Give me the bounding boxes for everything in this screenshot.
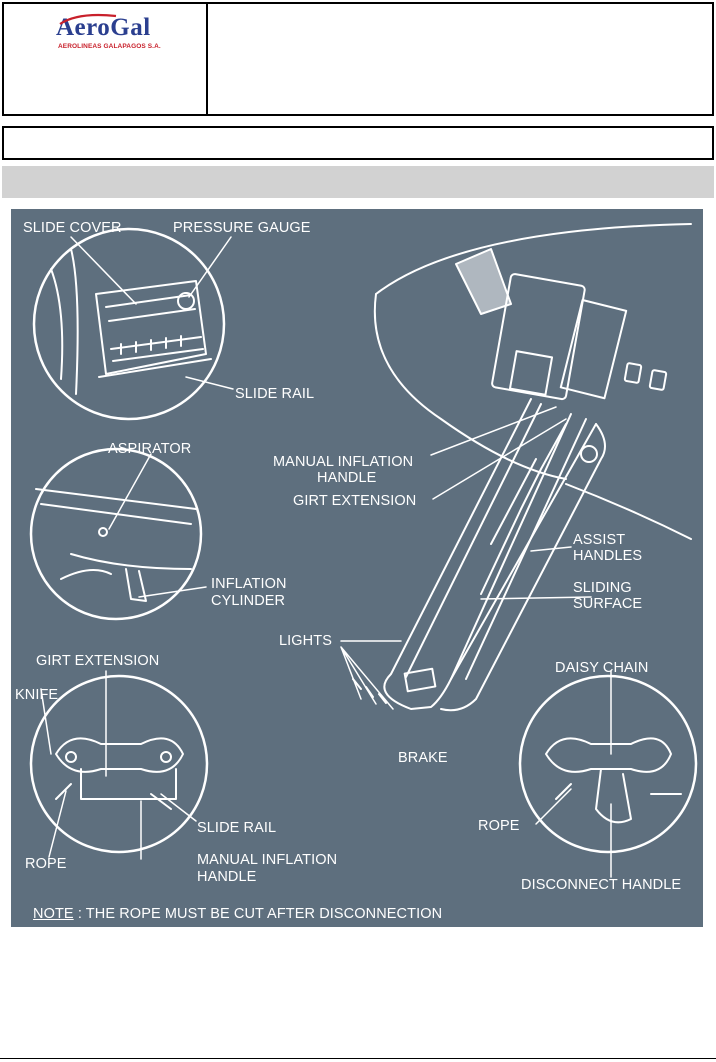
label-inflation-cylinder-1: INFLATION bbox=[211, 576, 287, 592]
document-subheader-row bbox=[2, 126, 714, 160]
label-daisy-chain: DAISY CHAIN bbox=[555, 660, 649, 676]
escape-slide-figure: SLIDE COVER PRESSURE GAUGE SLIDE RAIL AS… bbox=[11, 209, 703, 927]
label-inflation-cylinder-2: CYLINDER bbox=[211, 593, 286, 609]
label-slide-rail-top: SLIDE RAIL bbox=[235, 386, 315, 402]
label-rope-right: ROPE bbox=[478, 818, 520, 834]
label-manual-inflation-handle-1: MANUAL INFLATION bbox=[273, 454, 414, 470]
label-manual-inflation-handle-2: HANDLE bbox=[317, 470, 377, 486]
label-assist-handles-2: HANDLES bbox=[573, 548, 643, 564]
note-word: NOTE bbox=[33, 906, 74, 922]
document-header: AeroGal AEROLINEAS GALAPAGOS S.A. bbox=[2, 2, 714, 116]
label-disconnect-handle: DISCONNECT HANDLE bbox=[521, 877, 682, 893]
section-title-bar bbox=[2, 166, 714, 198]
label-pressure-gauge: PRESSURE GAUGE bbox=[173, 220, 311, 236]
logo-swoosh-icon bbox=[59, 13, 117, 25]
label-manual-inflation-handle-b2: HANDLE bbox=[197, 869, 257, 885]
figure-drawing bbox=[29, 223, 698, 878]
label-girt-extension-main: GIRT EXTENSION bbox=[293, 493, 417, 509]
note-text: : THE ROPE MUST BE CUT AFTER DISCONNECTI… bbox=[73, 906, 443, 922]
logo-subtitle: AEROLINEAS GALAPAGOS S.A. bbox=[58, 43, 161, 50]
logo-cell: AeroGal AEROLINEAS GALAPAGOS S.A. bbox=[4, 4, 208, 114]
label-slide-rail-bottom: SLIDE RAIL bbox=[197, 820, 277, 836]
label-lights: LIGHTS bbox=[279, 633, 332, 649]
leader-lines bbox=[40, 236, 612, 878]
daisy-chain-inset bbox=[518, 674, 698, 854]
label-brake: BRAKE bbox=[398, 750, 448, 766]
label-rope-left: ROPE bbox=[25, 856, 67, 872]
aerogal-logo: AeroGal AEROLINEAS GALAPAGOS S.A. bbox=[56, 13, 176, 54]
girt-inset bbox=[29, 674, 209, 854]
label-girt-extension-inset: GIRT EXTENSION bbox=[36, 653, 160, 669]
label-sliding-surface-1: SLIDING bbox=[573, 580, 632, 596]
label-aspirator: ASPIRATOR bbox=[108, 441, 192, 457]
aircraft-and-slide bbox=[352, 223, 692, 712]
label-sliding-surface-2: SURFACE bbox=[573, 596, 643, 612]
label-slide-cover: SLIDE COVER bbox=[23, 220, 122, 236]
label-knife: KNIFE bbox=[15, 687, 59, 703]
footer-rule bbox=[0, 1058, 716, 1059]
label-manual-inflation-handle-b1: MANUAL INFLATION bbox=[197, 852, 338, 868]
figure-note: NOTE : THE ROPE MUST BE CUT AFTER DISCON… bbox=[33, 906, 442, 922]
label-assist-handles-1: ASSIST bbox=[573, 532, 626, 548]
slide-cover-inset bbox=[32, 227, 226, 421]
aspirator-inset bbox=[29, 447, 203, 621]
